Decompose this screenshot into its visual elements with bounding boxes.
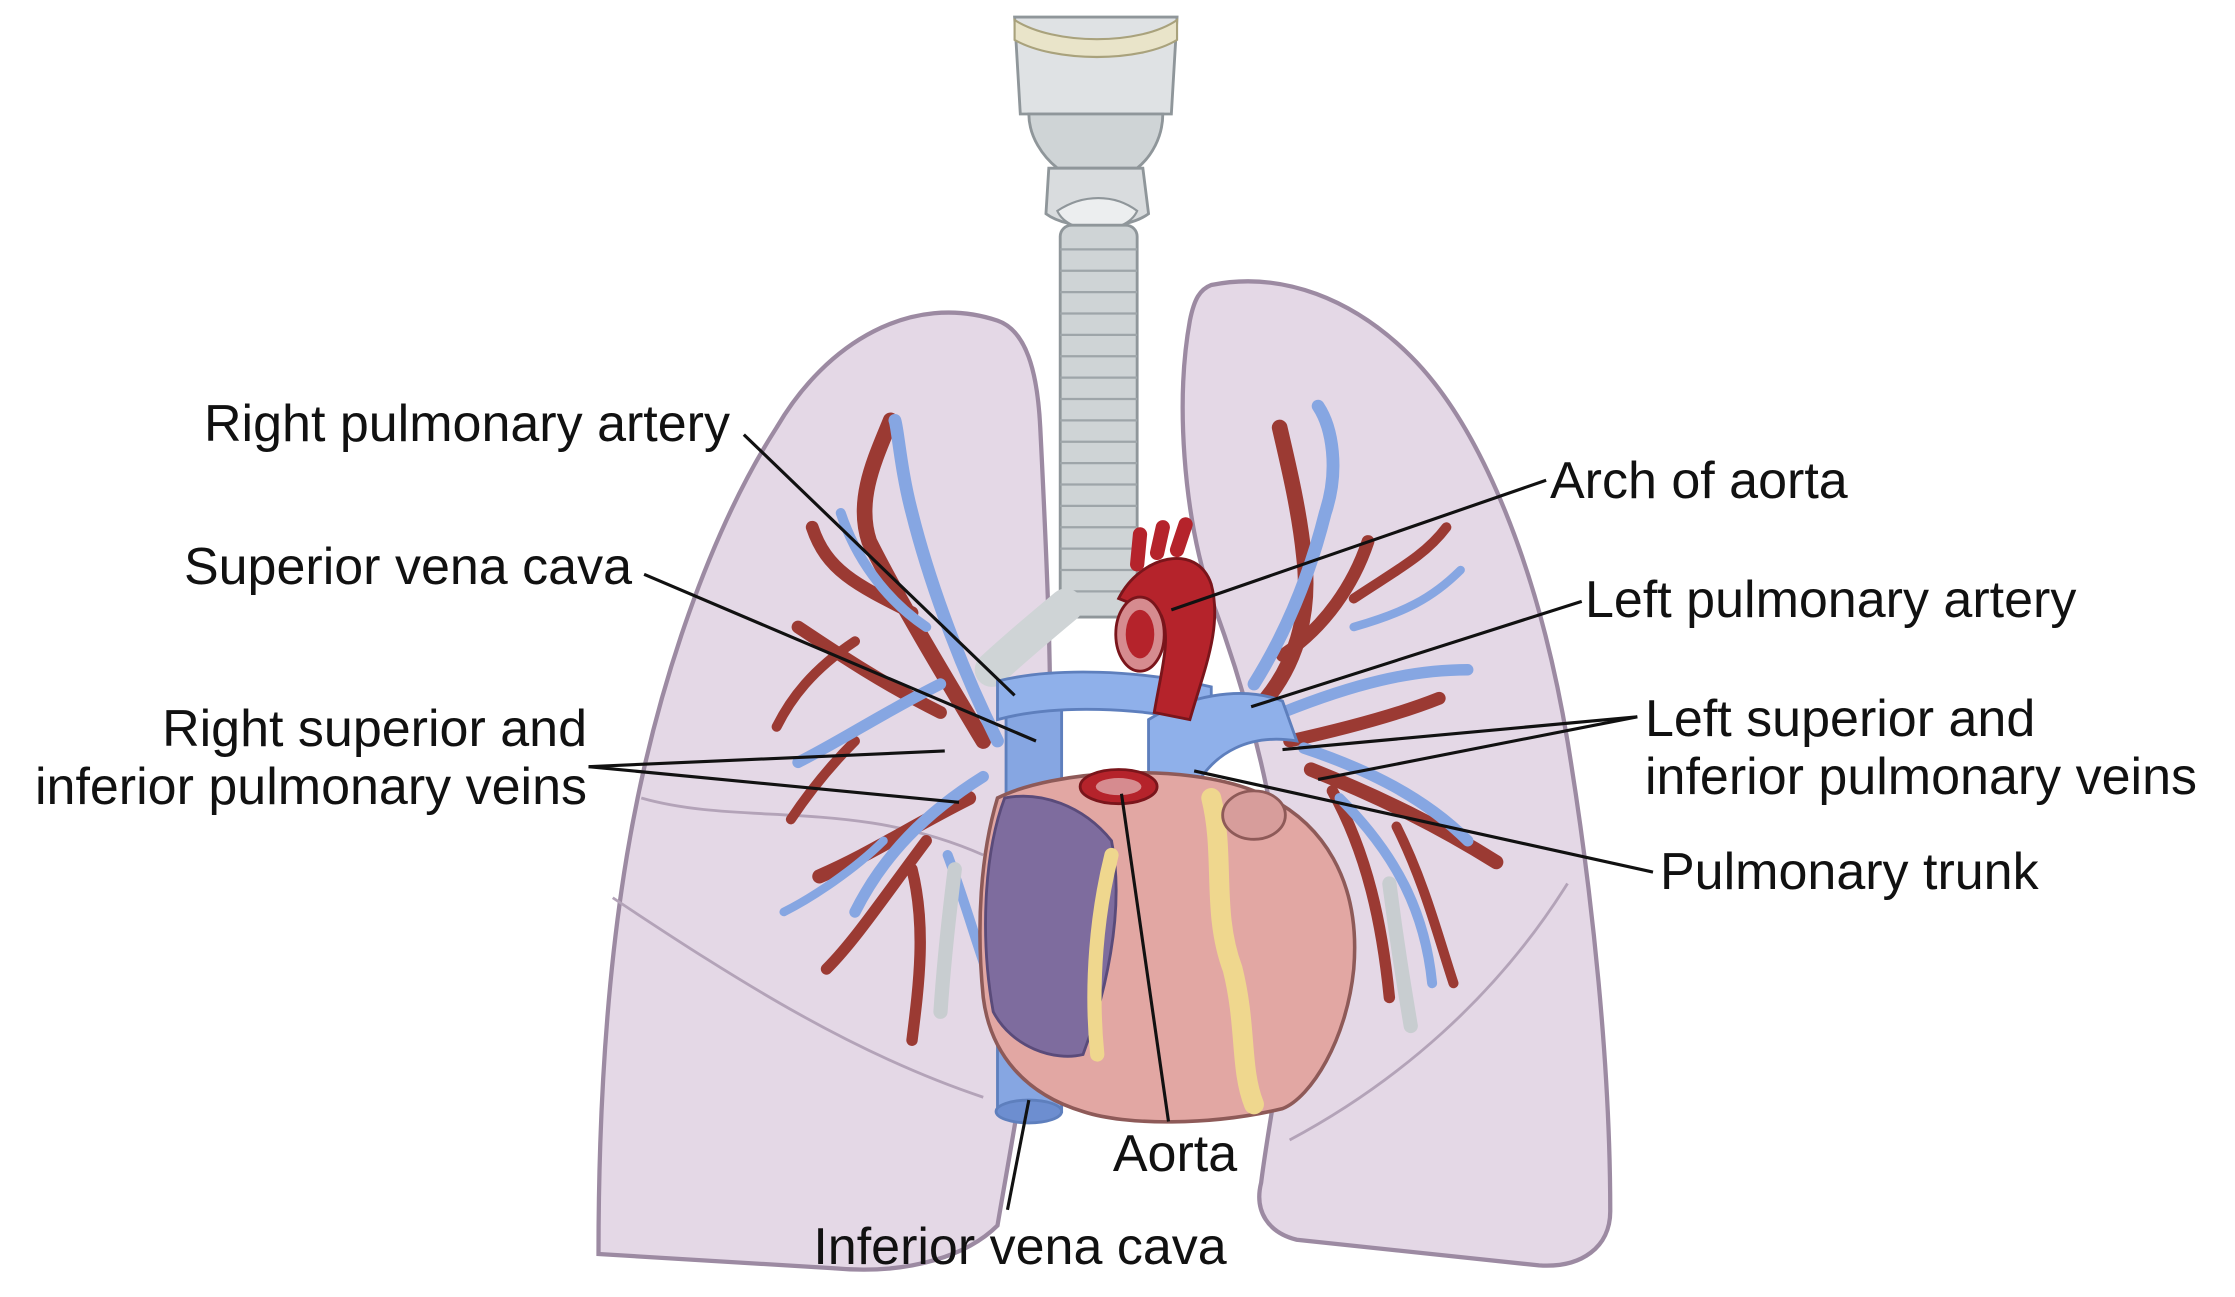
label-inferior-vena-cava: Inferior vena cava xyxy=(760,1218,1280,1276)
right-lung-oblique-fissure xyxy=(611,896,984,1099)
leader-left-veins-upper xyxy=(1282,715,1638,752)
bronchi xyxy=(933,862,1418,1034)
leader-left-veins-lower xyxy=(1317,715,1638,782)
leader-aorta xyxy=(1119,793,1171,1122)
leader-inferior-vena-cava xyxy=(1005,1099,1031,1211)
leader-arch-of-aorta xyxy=(1170,478,1547,612)
label-text: Inferior vena cava xyxy=(813,1218,1227,1276)
label-right-pulmonary-veins: Right superior and inferior pulmonary ve… xyxy=(0,700,587,816)
label-text: Right pulmonary artery xyxy=(204,395,730,453)
leader-lines xyxy=(588,433,1654,1211)
leader-right-veins-lower xyxy=(588,765,960,804)
label-left-pulmonary-artery: Left pulmonary artery xyxy=(1585,571,2235,629)
label-pulmonary-trunk: Pulmonary trunk xyxy=(1660,843,2220,901)
label-superior-vena-cava: Superior vena cava xyxy=(60,538,632,596)
label-left-pulmonary-veins: Left superior and inferior pulmonary vei… xyxy=(1645,690,2235,806)
label-text: Left pulmonary artery xyxy=(1585,571,2077,629)
label-right-pulmonary-artery: Right pulmonary artery xyxy=(60,395,730,453)
right-atrium xyxy=(984,794,1118,1058)
coronary-fat xyxy=(1201,788,1264,1115)
pulmonary-arteries xyxy=(771,412,1504,1046)
label-text: Superior vena cava xyxy=(183,538,632,596)
label-line-1: Left superior and xyxy=(1645,690,2036,748)
leader-superior-vena-cava xyxy=(643,572,1037,743)
larynx xyxy=(1013,15,1179,232)
leader-right-veins-upper xyxy=(588,749,945,769)
label-text: Aorta xyxy=(1112,1125,1238,1183)
pulmonary-veins xyxy=(779,399,1474,1003)
leader-pulmonary-trunk xyxy=(1193,769,1654,874)
label-text: Arch of aorta xyxy=(1550,452,1848,510)
leader-right-pulmonary-artery xyxy=(742,433,1016,697)
label-line-2: inferior pulmonary veins xyxy=(1645,748,2198,806)
right-lung-fissure xyxy=(640,796,984,857)
label-line-2: inferior pulmonary veins xyxy=(34,758,587,816)
left-auricle xyxy=(1221,789,1287,841)
label-line-1: Right superior and xyxy=(162,700,587,758)
label-arch-of-aorta: Arch of aorta xyxy=(1550,452,2170,510)
leader-left-pulmonary-artery xyxy=(1250,599,1583,709)
left-lung xyxy=(1180,279,1613,1268)
heart xyxy=(978,771,1357,1124)
left-lung-fissure xyxy=(1288,882,1569,1142)
right-lung xyxy=(596,310,1053,1272)
label-aorta: Aorta xyxy=(1040,1125,1310,1183)
label-text: Pulmonary trunk xyxy=(1660,843,2039,901)
arch-of-aorta xyxy=(1114,517,1217,722)
